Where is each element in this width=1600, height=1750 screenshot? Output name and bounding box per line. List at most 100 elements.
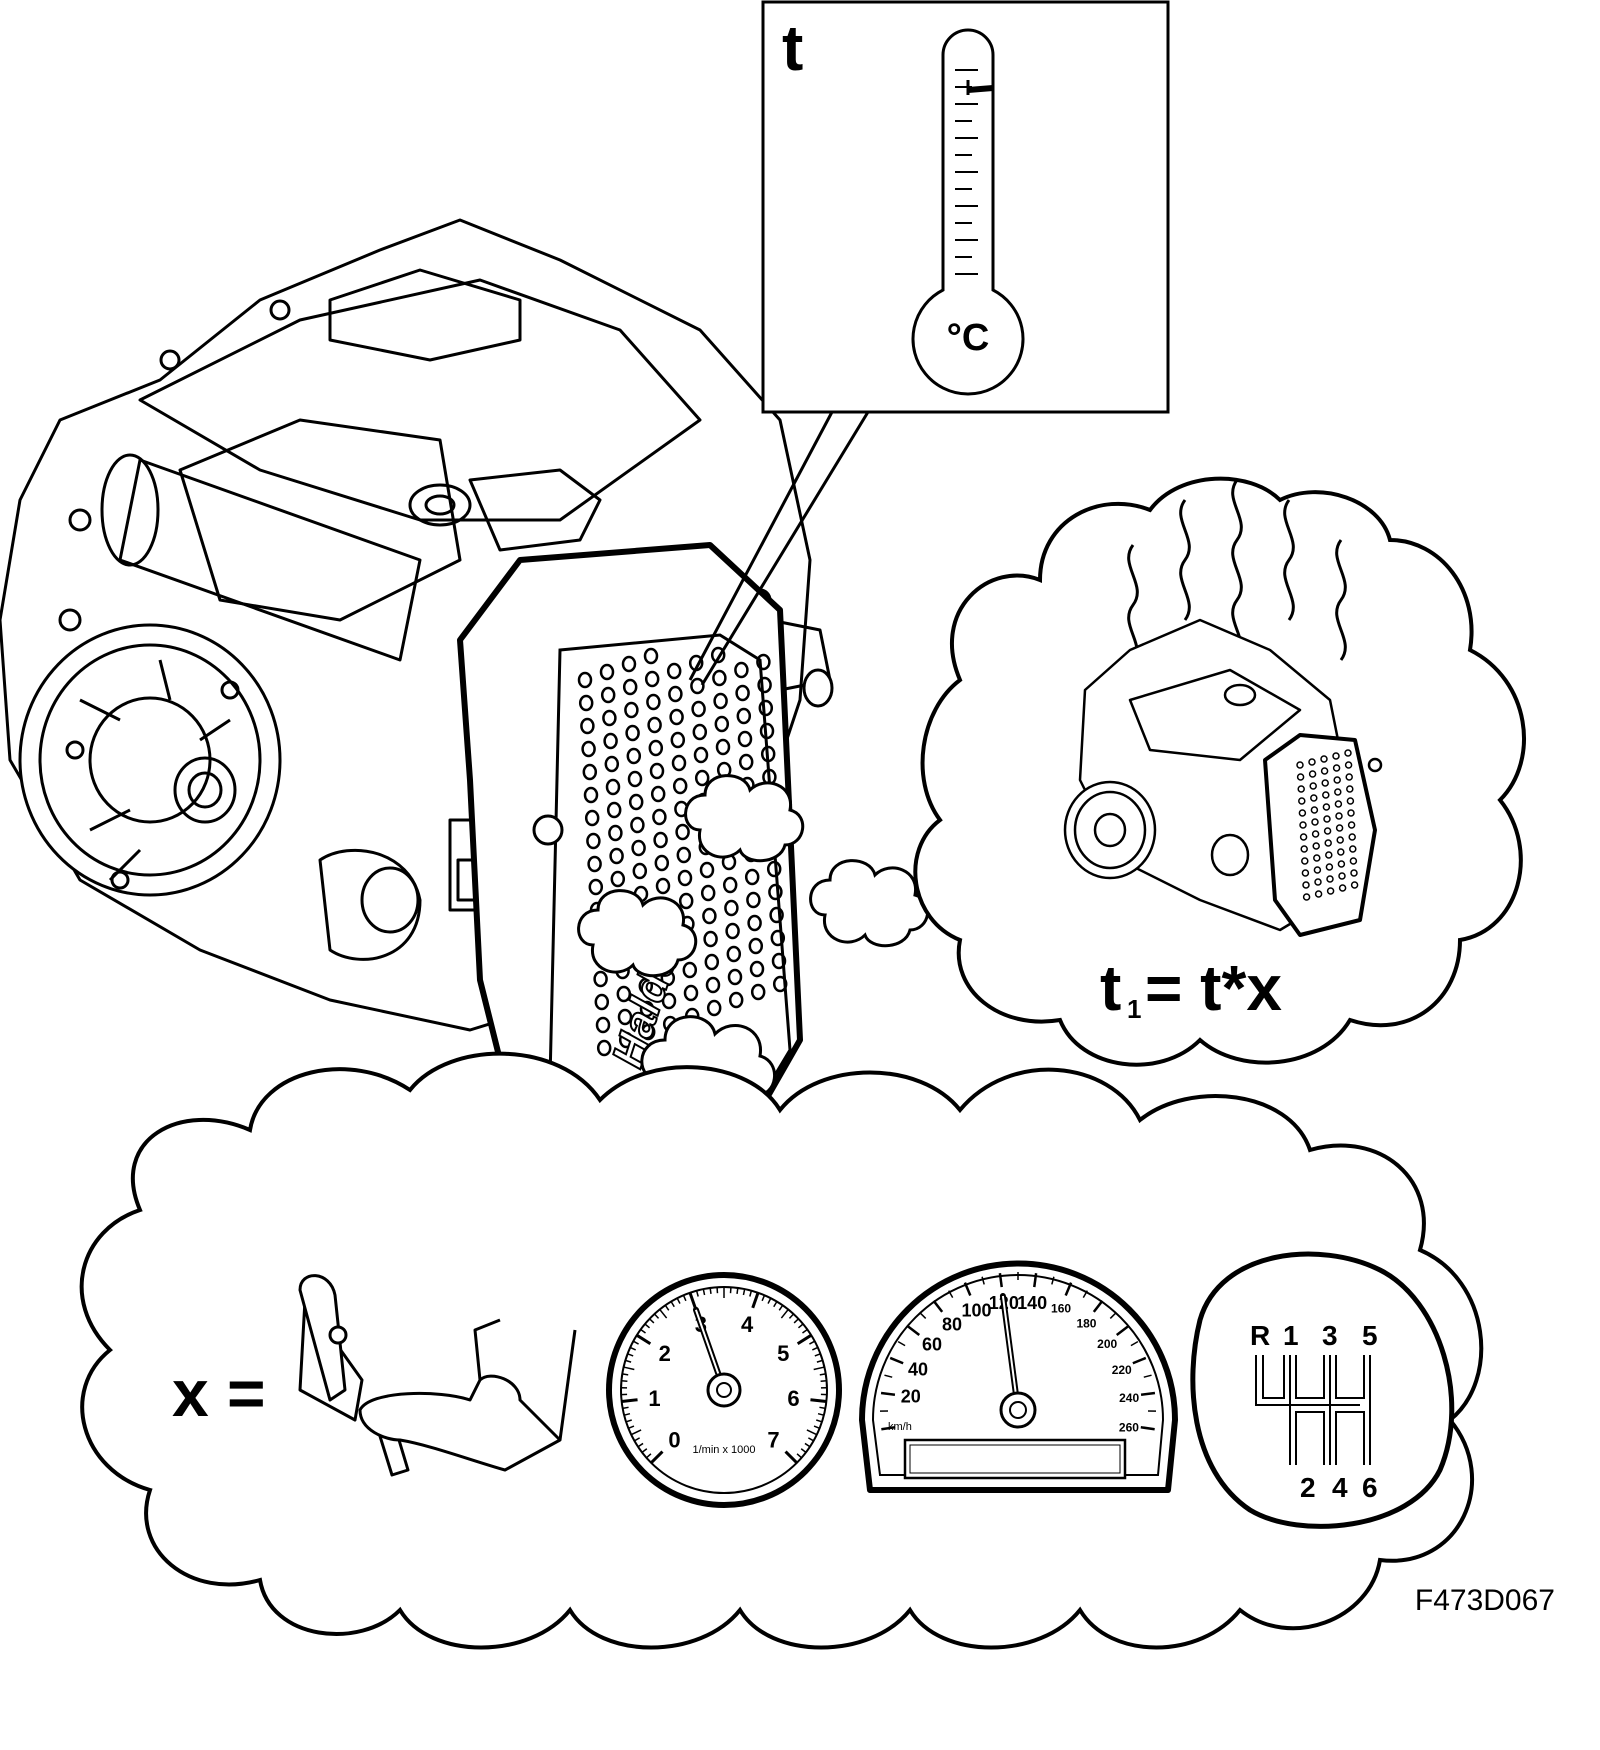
vent-hole <box>749 960 765 978</box>
vent-hole <box>669 708 684 726</box>
tachometer-tick <box>773 1301 778 1308</box>
vent-hole <box>1335 824 1344 832</box>
speedometer-tick <box>963 1282 972 1297</box>
vent-hole <box>1335 812 1343 820</box>
vent-hole <box>672 777 688 795</box>
speedometer-unit: km/h <box>888 1421 912 1433</box>
vent-hole <box>1347 809 1355 817</box>
tachometer-tick <box>751 1292 760 1309</box>
vent-hole <box>1311 830 1320 838</box>
small-coupling-unit <box>1063 618 1383 937</box>
tachometer-tick <box>688 1292 697 1309</box>
vent-hole <box>605 778 621 796</box>
vent-hole <box>760 745 776 763</box>
vent-hole <box>640 1023 656 1041</box>
vent-hole <box>1298 797 1306 805</box>
vent-hole <box>1310 806 1319 814</box>
temperature-unit: °C <box>947 317 990 359</box>
speedometer-label: 20 <box>901 1387 921 1407</box>
thermometer-panel: t °C <box>688 0 1170 686</box>
speedometer-label: 260 <box>1119 1421 1139 1435</box>
vent-hole <box>1312 842 1320 850</box>
speedometer-tick <box>1092 1300 1104 1313</box>
vent-hole <box>1348 833 1356 841</box>
vent-hole <box>1301 857 1309 865</box>
vent-hole <box>1320 767 1329 775</box>
speedometer-tick <box>1109 1312 1117 1319</box>
tachometer-tick <box>625 1359 632 1363</box>
vent-hole <box>1345 773 1353 781</box>
vent-hole <box>1322 791 1330 799</box>
vent-hole <box>736 707 752 725</box>
vent-hole <box>587 855 602 873</box>
tachometer-tick <box>623 1366 635 1371</box>
speedometer-tick <box>880 1391 896 1396</box>
vent-hole <box>1326 875 1334 883</box>
tachometer-tick <box>817 1412 825 1416</box>
vent-hole <box>580 717 595 735</box>
temperature-label: t <box>782 12 803 84</box>
tachometer-tick <box>820 1380 827 1383</box>
vent-hole <box>747 914 762 932</box>
tachometer-tick <box>797 1323 804 1329</box>
vent-hole <box>1337 848 1345 856</box>
vent-hole <box>643 647 659 665</box>
speedometer-tick <box>948 1290 954 1298</box>
tachometer-tick <box>810 1398 827 1404</box>
gear-shift-pattern: R 1 3 5 2 4 6 <box>1190 1251 1455 1529</box>
tachometer-tick <box>802 1328 808 1334</box>
vent-hole <box>1299 821 1307 829</box>
factors-cloud: x = 01234567 1/min x 1000 <box>79 1051 1484 1650</box>
speedometer-tick <box>1132 1356 1147 1365</box>
tachometer-tick <box>702 1288 706 1296</box>
tachometer-tick <box>780 1309 789 1319</box>
vent-hole <box>1324 839 1332 847</box>
vent-hole <box>1296 773 1305 781</box>
gear-bottom-6: 6 <box>1362 1472 1378 1503</box>
tachometer-tick <box>819 1406 826 1410</box>
speedometer-label: 160 <box>1051 1302 1071 1316</box>
vent-hole <box>769 906 784 924</box>
tachometer-tick <box>784 1450 798 1464</box>
vent-hole <box>630 816 645 834</box>
vent-hole <box>609 847 624 865</box>
vent-hole <box>593 970 608 988</box>
tachometer-tick <box>629 1346 636 1351</box>
speedometer-label: 220 <box>1112 1363 1132 1377</box>
flange-outer <box>18 623 282 897</box>
vent-hole <box>727 968 743 986</box>
vent-hole <box>627 770 643 788</box>
speedometer-tick <box>1082 1290 1088 1298</box>
speedometer-label: 100 <box>961 1300 991 1320</box>
speedometer-tick <box>1143 1374 1152 1378</box>
tachometer-label: 0 <box>668 1427 680 1452</box>
vent-hole <box>602 709 617 727</box>
vent-hole <box>700 884 716 902</box>
vent-hole <box>1346 797 1355 805</box>
tachometer-tick <box>736 1287 739 1294</box>
vent-hole <box>682 961 698 979</box>
tachometer-tick <box>695 1290 699 1297</box>
vent-hole <box>638 977 654 995</box>
speedometer-tick <box>1033 1273 1038 1288</box>
vent-hole <box>702 907 717 925</box>
vent-hole <box>671 754 687 772</box>
heated-unit-cloud: t 1 = t*x <box>913 476 1526 1067</box>
vent-hole <box>737 730 753 748</box>
vent-hole <box>766 860 782 878</box>
tachometer-label: 4 <box>741 1312 754 1337</box>
speedometer-label: 80 <box>942 1315 962 1335</box>
tachometer-label: 6 <box>787 1386 799 1411</box>
vent-hole <box>581 740 596 758</box>
vent-hole <box>706 999 722 1017</box>
speedometer-tick <box>1115 1325 1129 1336</box>
tachometer-tick <box>778 1304 784 1311</box>
vent-hole <box>622 678 638 696</box>
vent-hole <box>710 646 726 664</box>
vent-hole <box>621 655 637 673</box>
vent-hole <box>618 1031 634 1049</box>
vent-hole <box>1336 836 1344 844</box>
vent-hole <box>1350 869 1358 877</box>
vent-hole <box>703 930 718 948</box>
